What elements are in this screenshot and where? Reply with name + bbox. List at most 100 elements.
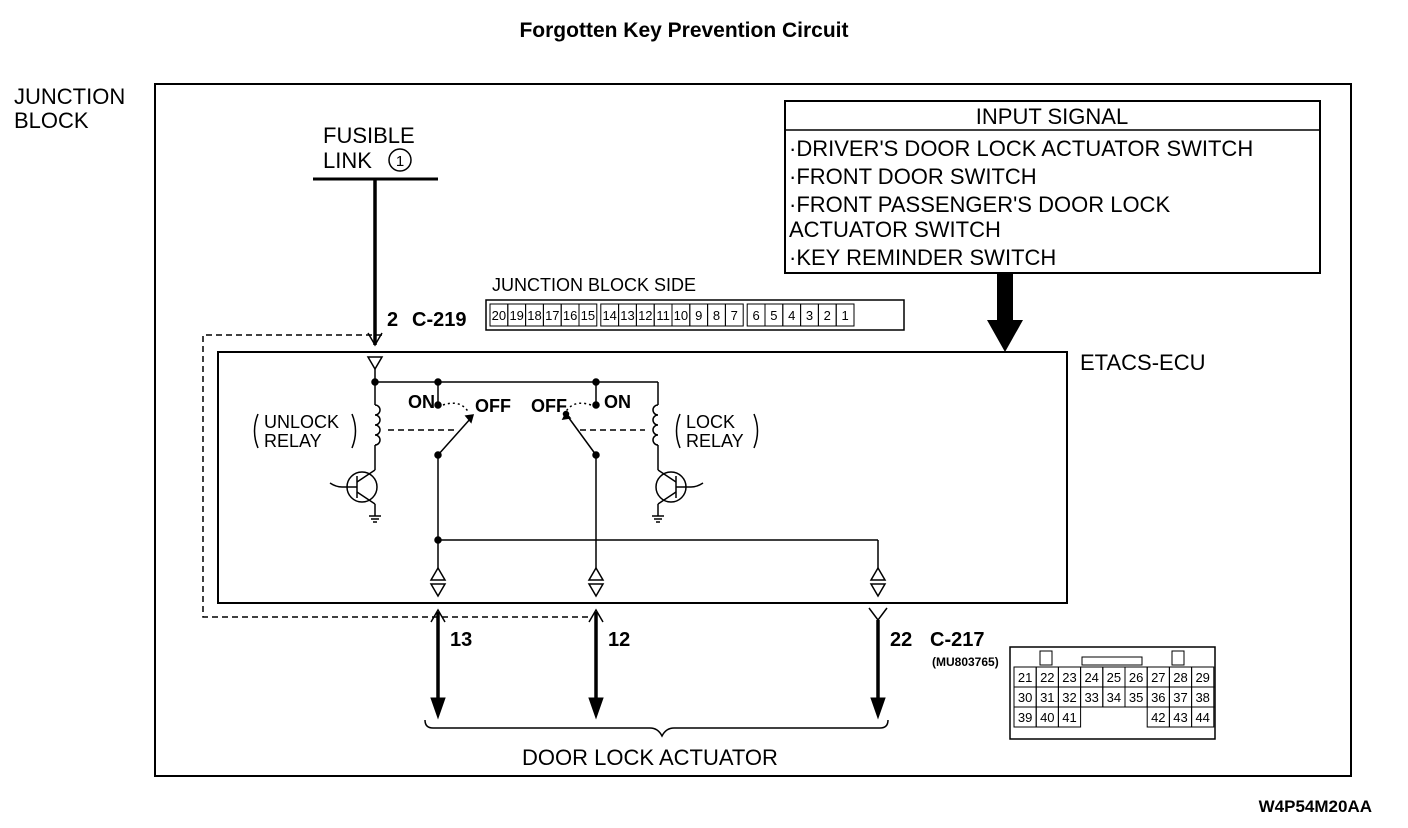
c217-pin-number: 36 [1151,690,1165,705]
unlock-relay-bracket [351,413,357,449]
c217-pin-number: 28 [1173,670,1187,685]
c217-pin-number: 25 [1107,670,1121,685]
c217-pin-number: 38 [1195,690,1209,705]
input-signal-arrow-head [987,320,1023,352]
output-wires [430,607,888,720]
c219-pin-label: 2 [387,309,398,331]
c219-pin-number: 8 [713,308,720,323]
input-signal-line: ACTUATOR SWITCH [789,217,1001,242]
ground-symbol [652,515,664,523]
input-signal-line: ·FRONT DOOR SWITCH [789,164,1037,189]
ecu-input-terminal [366,356,384,371]
input-signal-line: ·FRONT PASSENGER'S DOOR LOCK [789,192,1170,217]
c219-pin-number: 5 [770,308,777,323]
c217-pin-number: 34 [1107,690,1121,705]
ecu-internal-circuit [329,356,887,598]
etacs-ecu-label: ETACS-ECU [1080,350,1206,375]
c219-pin-number: 17 [545,308,559,323]
input-signal-line: ·KEY REMINDER SWITCH [789,245,1056,270]
c219-pin2-terminal [367,332,383,347]
ground-symbol [369,515,381,523]
input-signal-arrow-shaft [997,273,1013,323]
output-pin-22-label: 22 [890,629,912,651]
c219-pin-number: 18 [527,308,541,323]
c217-pin-number: 30 [1018,690,1032,705]
c219-pin-number: 20 [492,308,506,323]
unlock-switch-off-label: OFF [475,396,511,416]
c219-pin-number: 13 [620,308,634,323]
c217-pin-number: 33 [1084,690,1098,705]
output-pin-12-label: 12 [608,629,630,651]
c217-pin-number: 26 [1129,670,1143,685]
junction-block-internal-boundary [202,334,590,618]
c217-pin-number: 29 [1195,670,1209,685]
junction-block-side-label: JUNCTION BLOCK SIDE [492,275,696,295]
c219-pin-number: 14 [602,308,616,323]
c217-pin-number: 22 [1040,670,1054,685]
c219-pin-number: 7 [731,308,738,323]
output-terminal-12 [587,566,605,598]
c219-pin-number: 4 [788,308,795,323]
c217-key [1081,656,1143,666]
unlock-relay-coil [374,404,381,446]
unlock-relay-label: UNLOCK [264,412,339,432]
junction-block-label-line2: BLOCK [14,108,89,133]
c219-pin-number: 6 [752,308,759,323]
c217-pin-cell [1191,706,1215,728]
c217-latch [1039,650,1053,666]
etacs-ecu-box [217,351,1068,604]
door-lock-actuator-brace [424,719,889,738]
junction-block-frame [154,83,1352,777]
c219-connector-name: C-219 [412,309,466,331]
lock-relay-label: LOCK [686,412,735,432]
unlock-switch-on-label: ON [408,392,435,412]
input-signal-line: ·DRIVER'S DOOR LOCK ACTUATOR SWITCH [789,136,1253,161]
c217-pin-number: 37 [1173,690,1187,705]
lock-on-contact [592,401,600,409]
output-terminal-22 [869,566,887,598]
c219-pin-number: 3 [806,308,813,323]
c217-pin-number: 31 [1040,690,1054,705]
c219-pin-cell [835,303,855,327]
output-terminal-13 [429,566,447,598]
unlock-relay-label: RELAY [264,431,322,451]
c217-part-number: (MU803765) [932,655,999,669]
fusible-link-label-line2: LINK [323,148,372,173]
c219-pin-number: 2 [824,308,831,323]
c219-pin-number: 1 [841,308,848,323]
c219-pin-number: 11 [656,308,670,323]
output-pin-13-label: 13 [450,629,472,651]
c217-pin-cell [1057,706,1082,728]
c217-pin-number: 42 [1151,710,1165,725]
fusible-link-number-circle [388,148,412,172]
diagram-title: Forgotten Key Prevention Circuit [519,19,848,42]
c217-outline [1009,646,1216,740]
c219-pin-number: 16 [563,308,577,323]
c217-pin-number: 27 [1151,670,1165,685]
c219-pin-number: 19 [509,308,523,323]
lock-relay-bracket [675,413,681,449]
unlock-on-contact [434,401,442,409]
lock-switch-arm [565,413,597,456]
figure-code: W4P54M20AA [1259,797,1372,816]
c219-pin-number: 9 [695,308,702,323]
c217-pin-number: 35 [1129,690,1143,705]
lock-relay-bracket [753,413,759,449]
unlock-relay-bracket [253,413,259,449]
fusible-link-number: 1 [396,153,404,170]
input-signal-box: INPUT SIGNAL ·DRIVER'S DOOR LOCK ACTUATO… [784,100,1321,352]
unlock-switch-arm [437,417,472,456]
c217-connector-name: C-217 [930,629,984,651]
lock-switch-off-label: OFF [531,396,567,416]
fusible-link: FUSIBLE LINK 1 [313,123,438,347]
c219-outline [485,299,905,331]
junction-block-label-line1: JUNCTION [14,84,125,109]
c219-pin-number: 12 [638,308,652,323]
c219-pin-number: 15 [581,308,595,323]
c217-pin-number: 23 [1062,670,1076,685]
c217-pin-number: 44 [1195,710,1209,725]
c217-pin-number: 32 [1062,690,1076,705]
c217-pin-number: 43 [1173,710,1187,725]
